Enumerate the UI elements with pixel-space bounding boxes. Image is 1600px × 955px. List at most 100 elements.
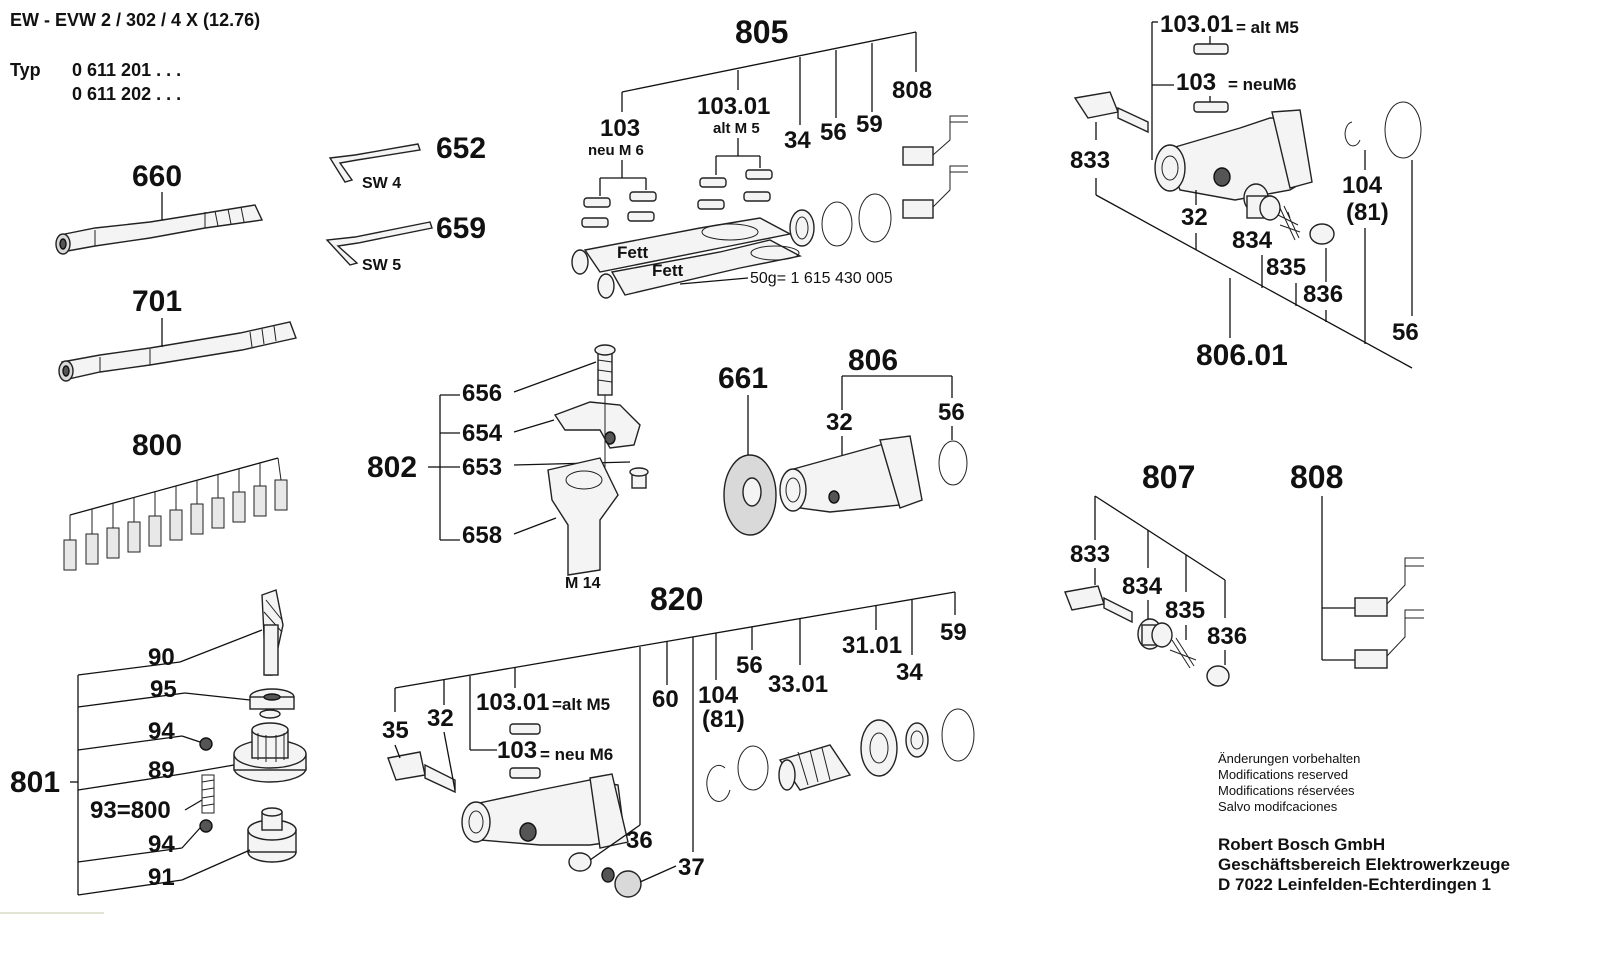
lever-assembly-802 (547, 344, 649, 576)
label-807: 807 (1142, 459, 1195, 495)
company-name: Robert Bosch GmbH (1218, 835, 1386, 854)
label-658: 658 (462, 522, 502, 549)
label-835: 835 (1266, 254, 1306, 281)
label-654: 654 (462, 420, 503, 447)
brushes-808 (1354, 557, 1424, 669)
type-number-2: 0 611 202 . . . (72, 84, 182, 104)
label-56a: 56 (938, 399, 965, 426)
label-36: 36 (626, 827, 653, 854)
label-35: 35 (382, 717, 409, 744)
label-660: 660 (132, 160, 182, 193)
label-653: 653 (462, 454, 502, 481)
shaft-660 (55, 204, 264, 255)
label-fett-1: Fett (617, 243, 649, 262)
label-37: 37 (678, 854, 705, 881)
label-835b: 835 (1165, 597, 1205, 624)
label-701: 701 (132, 285, 182, 318)
rings-805 (789, 193, 892, 247)
hex-key-659 (325, 221, 433, 266)
label-56: 56 (820, 119, 847, 146)
label-34: 34 (784, 127, 811, 154)
kit-807 (1064, 585, 1230, 687)
label-sw4: SW 4 (362, 175, 401, 192)
notes-block: Änderungen vorbehalten Modifications res… (1218, 751, 1360, 815)
label-834b: 834 (1122, 573, 1163, 600)
label-836b: 836 (1207, 623, 1247, 650)
label-m14: M 14 (565, 575, 601, 592)
label-103-01: 103.01 (697, 93, 770, 120)
label-94b: 94 (148, 831, 175, 858)
type-number-1: 0 611 201 . . . (72, 60, 182, 80)
label-806: 806 (848, 344, 898, 377)
label-808a: 808 (892, 77, 932, 104)
company-address: D 7022 Leinfelden-Echterdingen 1 (1218, 875, 1492, 894)
type-label: Typ (10, 60, 41, 80)
hex-key-652 (328, 143, 421, 183)
label-neu-m6: neu M 6 (588, 142, 644, 159)
label-60: 60 (652, 686, 679, 713)
label-820: 820 (650, 581, 703, 617)
housing-806 (779, 435, 968, 513)
brushes-805 (902, 115, 968, 219)
label-808b: 808 (1290, 459, 1343, 495)
screws-805 (581, 169, 773, 228)
label-805: 805 (735, 14, 788, 50)
document-title: EW - EVW 2 / 302 / 4 X (12.76) (10, 10, 261, 30)
gear-assembly-801 (199, 589, 307, 863)
label-103c: 103 (1176, 69, 1216, 96)
label-fett-2: Fett (652, 261, 684, 280)
label-800: 800 (132, 429, 182, 462)
label-81c: (81) (1346, 199, 1389, 226)
label-alt-m5b: =alt M5 (552, 695, 610, 714)
company-block: Robert Bosch GmbH Geschäftsbereich Elekt… (1218, 835, 1510, 895)
label-801: 801 (10, 766, 60, 799)
note-line-3: Modifications réservées (1218, 783, 1355, 798)
label-32b: 32 (427, 705, 454, 732)
label-103-01b: 103.01 (476, 689, 549, 716)
label-32c: 32 (1181, 204, 1208, 231)
label-alt-m5: alt M 5 (713, 120, 760, 137)
label-alt-m5c: = alt M5 (1236, 18, 1299, 37)
grinding-disc-661 (723, 454, 777, 536)
note-line-1: Änderungen vorbehalten (1218, 751, 1361, 766)
company-division: Geschäftsbereich Elektrowerkzeuge (1218, 855, 1510, 874)
label-656: 656 (462, 380, 502, 407)
label-833: 833 (1070, 147, 1110, 174)
shaft-701 (58, 321, 297, 382)
label-34b: 34 (896, 659, 923, 686)
label-89: 89 (148, 757, 175, 784)
label-103: 103 (600, 115, 640, 142)
note-line-4: Salvo modifcaciones (1218, 799, 1338, 814)
label-833b: 833 (1070, 541, 1110, 568)
label-neu-m6b: = neu M6 (540, 745, 613, 764)
label-81: (81) (702, 706, 745, 733)
label-104: 104 (698, 682, 739, 709)
note-line-2: Modifications reserved (1218, 767, 1349, 782)
label-56b: 56 (736, 652, 763, 679)
label-33-01: 33.01 (768, 671, 828, 698)
label-90: 90 (148, 644, 175, 671)
label-103-01c: 103.01 (1160, 11, 1233, 38)
label-59: 59 (856, 111, 883, 138)
grease-tubes (571, 217, 803, 299)
label-103b: 103 (497, 737, 537, 764)
label-834: 834 (1232, 227, 1273, 254)
label-802: 802 (367, 451, 417, 484)
grease-part-number: 50g= 1 615 430 005 (750, 270, 893, 287)
housing-820 (387, 708, 975, 898)
label-95: 95 (150, 676, 177, 703)
label-56c: 56 (1392, 319, 1419, 346)
springs-800 (63, 479, 288, 571)
label-sw5: SW 5 (362, 257, 401, 274)
label-652: 652 (436, 132, 486, 165)
label-104c: 104 (1342, 172, 1383, 199)
label-94a: 94 (148, 718, 175, 745)
label-659: 659 (436, 212, 486, 245)
label-91: 91 (148, 864, 175, 891)
label-neu-m6c: = neuM6 (1228, 75, 1297, 94)
label-661: 661 (718, 362, 768, 395)
label-836: 836 (1303, 281, 1343, 308)
label-806-01: 806.01 (1196, 339, 1288, 372)
housing-806-01 (1073, 43, 1422, 245)
